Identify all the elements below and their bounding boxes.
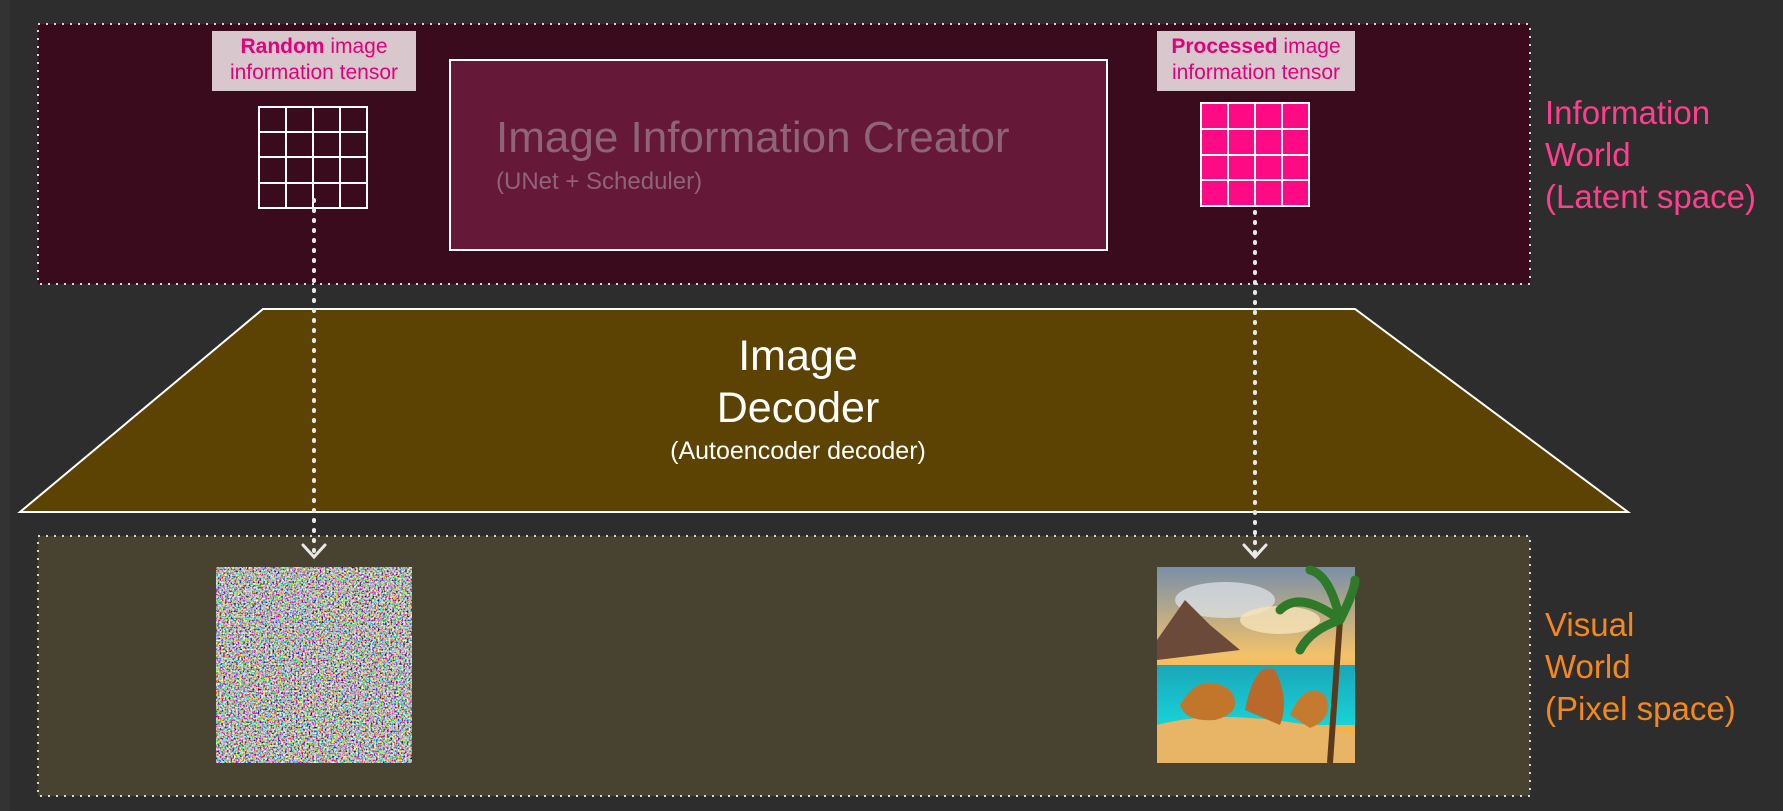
random-tensor-label: Random image information tensor — [212, 31, 416, 91]
beach-image — [1157, 565, 1360, 764]
decoder-title: Image Decoder — [598, 330, 998, 434]
latent-world-label: Information World (Latent space) — [1545, 92, 1756, 218]
image-decoder-trapezoid — [17, 308, 1632, 513]
processed-tensor-label-line2: information tensor — [1171, 61, 1341, 84]
right-decode-arrow — [1242, 210, 1268, 560]
visual-world-label: Visual World (Pixel space) — [1545, 604, 1736, 730]
visual-world-line1: Visual — [1545, 606, 1635, 643]
processed-tensor-label: Processed image information tensor — [1157, 31, 1355, 91]
creator-subtitle: (UNet + Scheduler) — [496, 168, 703, 195]
processed-tensor-grid — [1200, 102, 1310, 207]
random-tensor-grid — [258, 106, 368, 209]
random-tensor-label-line2: information tensor — [229, 61, 399, 84]
creator-title: Image Information Creator — [496, 113, 1010, 162]
decoder-subtitle: (Autoencoder decoder) — [670, 437, 926, 465]
image-information-creator-box — [449, 59, 1108, 251]
visual-world-line2: World — [1545, 648, 1631, 685]
left-decode-arrow — [301, 198, 327, 560]
processed-tensor-label-bold: Processed — [1171, 35, 1278, 58]
random-tensor-label-rest: image — [324, 35, 388, 58]
latent-world-line1: Information — [1545, 94, 1711, 131]
latent-world-line3: (Latent space) — [1545, 178, 1756, 215]
random-tensor-label-bold: Random — [240, 35, 325, 58]
processed-tensor-label-rest: image — [1277, 35, 1341, 58]
decoder-title-line2: Decoder — [716, 384, 880, 432]
decoder-title-line1: Image — [738, 332, 858, 380]
latent-world-line2: World — [1545, 136, 1631, 173]
visual-world-line3: (Pixel space) — [1545, 690, 1736, 727]
noise-image — [216, 567, 412, 763]
